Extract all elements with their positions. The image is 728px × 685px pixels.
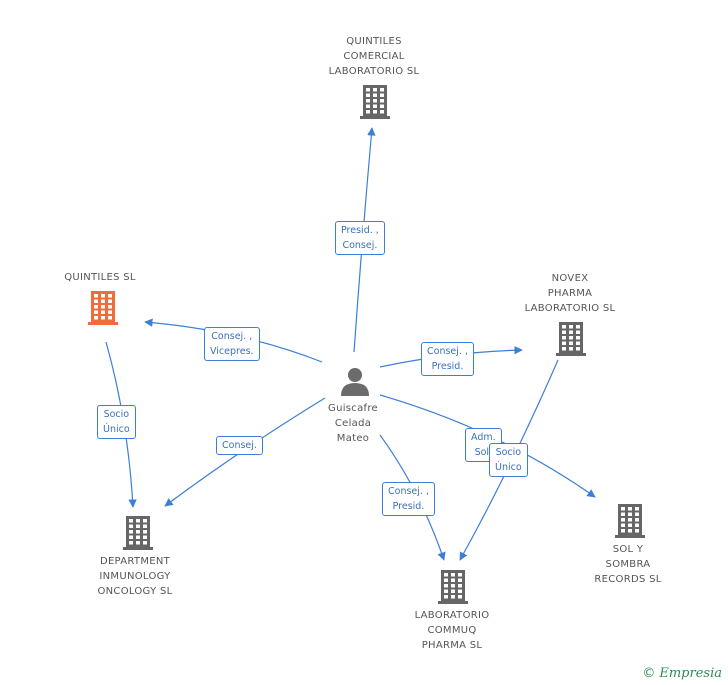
building-icon bbox=[556, 322, 586, 356]
edge-label-socio-unico-novex: Socio Único bbox=[489, 443, 528, 477]
brand-logo[interactable]: ©Empresia bbox=[642, 666, 722, 681]
edge-label-consej-presid-novex: Consej. , Presid. bbox=[421, 342, 474, 376]
copyright-symbol: © bbox=[642, 666, 656, 681]
edge-label-presid-consej: Presid. , Consej. bbox=[335, 221, 385, 255]
edge-label-consej-department: Consej. bbox=[216, 436, 263, 455]
building-icon bbox=[438, 570, 468, 604]
building-icon bbox=[360, 85, 390, 119]
node-label-department[interactable]: DEPARTMENT INMUNOLOGY ONCOLOGY SL bbox=[97, 556, 173, 597]
node-label-person[interactable]: Guiscafre Celada Mateo bbox=[328, 403, 378, 444]
node-label-commuq[interactable]: LABORATORIO COMMUQ PHARMA SL bbox=[414, 610, 490, 651]
brand-name: Empresia bbox=[659, 666, 722, 681]
node-label-sol-sombra[interactable]: SOL Y SOMBRA RECORDS SL bbox=[594, 544, 662, 585]
node-label-quintiles-sl[interactable]: QUINTILES SL bbox=[64, 272, 136, 283]
building-icon bbox=[88, 291, 118, 325]
building-icon bbox=[615, 504, 645, 538]
edge-label-consej-presid-commuq: Consej. , Presid. bbox=[382, 482, 435, 516]
node-label-novex[interactable]: NOVEX PHARMA LABORATORIO SL bbox=[524, 273, 616, 314]
building-icon bbox=[123, 516, 153, 550]
edge-label-socio-unico-quintiles: Socio Único bbox=[97, 405, 136, 439]
edge-label-consej-vicepres: Consej. , Vicepres. bbox=[204, 327, 260, 361]
node-label-quintiles-comercial[interactable]: QUINTILES COMERCIAL LABORATORIO SL bbox=[328, 36, 420, 77]
person-icon bbox=[341, 368, 369, 396]
